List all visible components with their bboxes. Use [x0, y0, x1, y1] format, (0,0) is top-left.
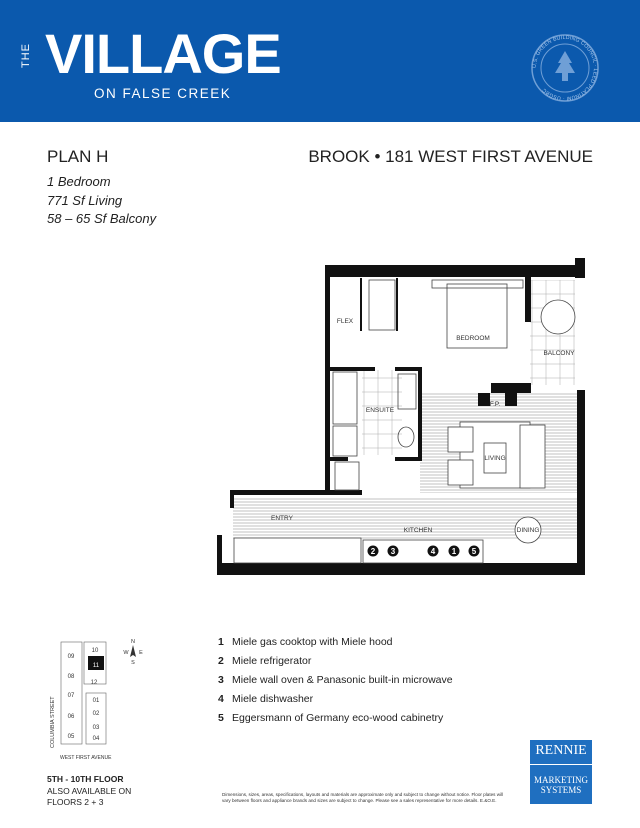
spec-bedrooms: 1 Bedroom [47, 174, 111, 189]
street-label-columbia: COLUMBIA STREET [50, 696, 56, 748]
also-available-floors: FLOORS 2 + 3 [47, 797, 104, 807]
svg-text:3: 3 [391, 547, 396, 556]
keyplan-unit: 03 [93, 725, 100, 731]
keyplan-unit: 04 [93, 736, 100, 742]
room-label-dining: DINING [517, 527, 540, 534]
keyplan-unit: 08 [68, 674, 75, 680]
room-label-entry: ENTRY [271, 515, 294, 522]
compass-icon: N W E S [123, 639, 143, 666]
building-address: BROOK • 181 WEST FIRST AVENUE [308, 147, 593, 166]
appliance-marker: 4 [427, 545, 439, 557]
keyplan-unit: 01 [93, 698, 100, 704]
keyplan-unit: 06 [68, 714, 75, 720]
leed-badge-icon: U.S. GREEN BUILDING COUNCIL · LEED PLATI… [530, 33, 600, 103]
svg-text:2: 2 [371, 547, 376, 556]
keyplan-unit: 07 [68, 693, 75, 699]
room-label-flex: FLEX [337, 318, 354, 325]
room-label-balcony: BALCONY [543, 350, 575, 357]
floor-plan: FLEX BEDROOM BALCONY ENSUITE F.P. LIVING… [217, 258, 585, 575]
room-label-kitchen: KITCHEN [404, 527, 433, 534]
svg-text:S: S [131, 660, 135, 666]
keyplan-unit: 02 [93, 711, 100, 717]
appliance-marker: 3 [387, 545, 399, 557]
appliance-marker: 5 [468, 545, 480, 557]
keyplan-unit: 11 [93, 663, 100, 669]
room-label-bedroom: BEDROOM [456, 335, 490, 342]
svg-text:N: N [131, 639, 135, 645]
room-label-ensuite: ENSUITE [366, 407, 395, 414]
svg-text:5: 5 [472, 547, 477, 556]
spec-living-area: 771 Sf Living [47, 193, 123, 208]
also-available: ALSO AVAILABLE ON [47, 786, 132, 796]
plan-name: PLAN H [47, 147, 109, 166]
room-label-fireplace: F.P. [490, 401, 501, 408]
room-label-living: LIVING [484, 455, 505, 462]
appliance-marker: 1 [448, 545, 460, 557]
street-label-first-ave: WEST FIRST AVENUE [60, 755, 112, 761]
svg-text:W: W [123, 650, 129, 656]
header-banner: THE VILLAGE ON FALSE CREEK U.S. GREEN BU… [0, 0, 640, 122]
key-plan: 10 11 12 09 08 07 06 05 01 02 03 04 COLUMBIA STREET… [30, 630, 180, 774]
keyplan-unit: 09 [68, 654, 75, 660]
logo-subtitle: ON FALSE CREEK [94, 86, 232, 101]
spec-balcony-area: 58 – 65 Sf Balcony [47, 211, 157, 226]
keyplan-unit: 12 [91, 680, 98, 686]
floor-range: 5TH - 10TH FLOOR [47, 774, 124, 784]
svg-text:E: E [139, 650, 143, 656]
svg-text:1: 1 [452, 547, 457, 556]
svg-text:4: 4 [431, 547, 436, 556]
walls [217, 258, 585, 575]
appliance-marker: 2 [367, 545, 379, 557]
logo-title: VILLAGE [45, 22, 282, 85]
keyplan-unit: 05 [68, 734, 75, 740]
disclaimer: Dimensions, sizes, areas, specifications… [222, 792, 504, 803]
keyplan-unit: 10 [92, 648, 99, 654]
